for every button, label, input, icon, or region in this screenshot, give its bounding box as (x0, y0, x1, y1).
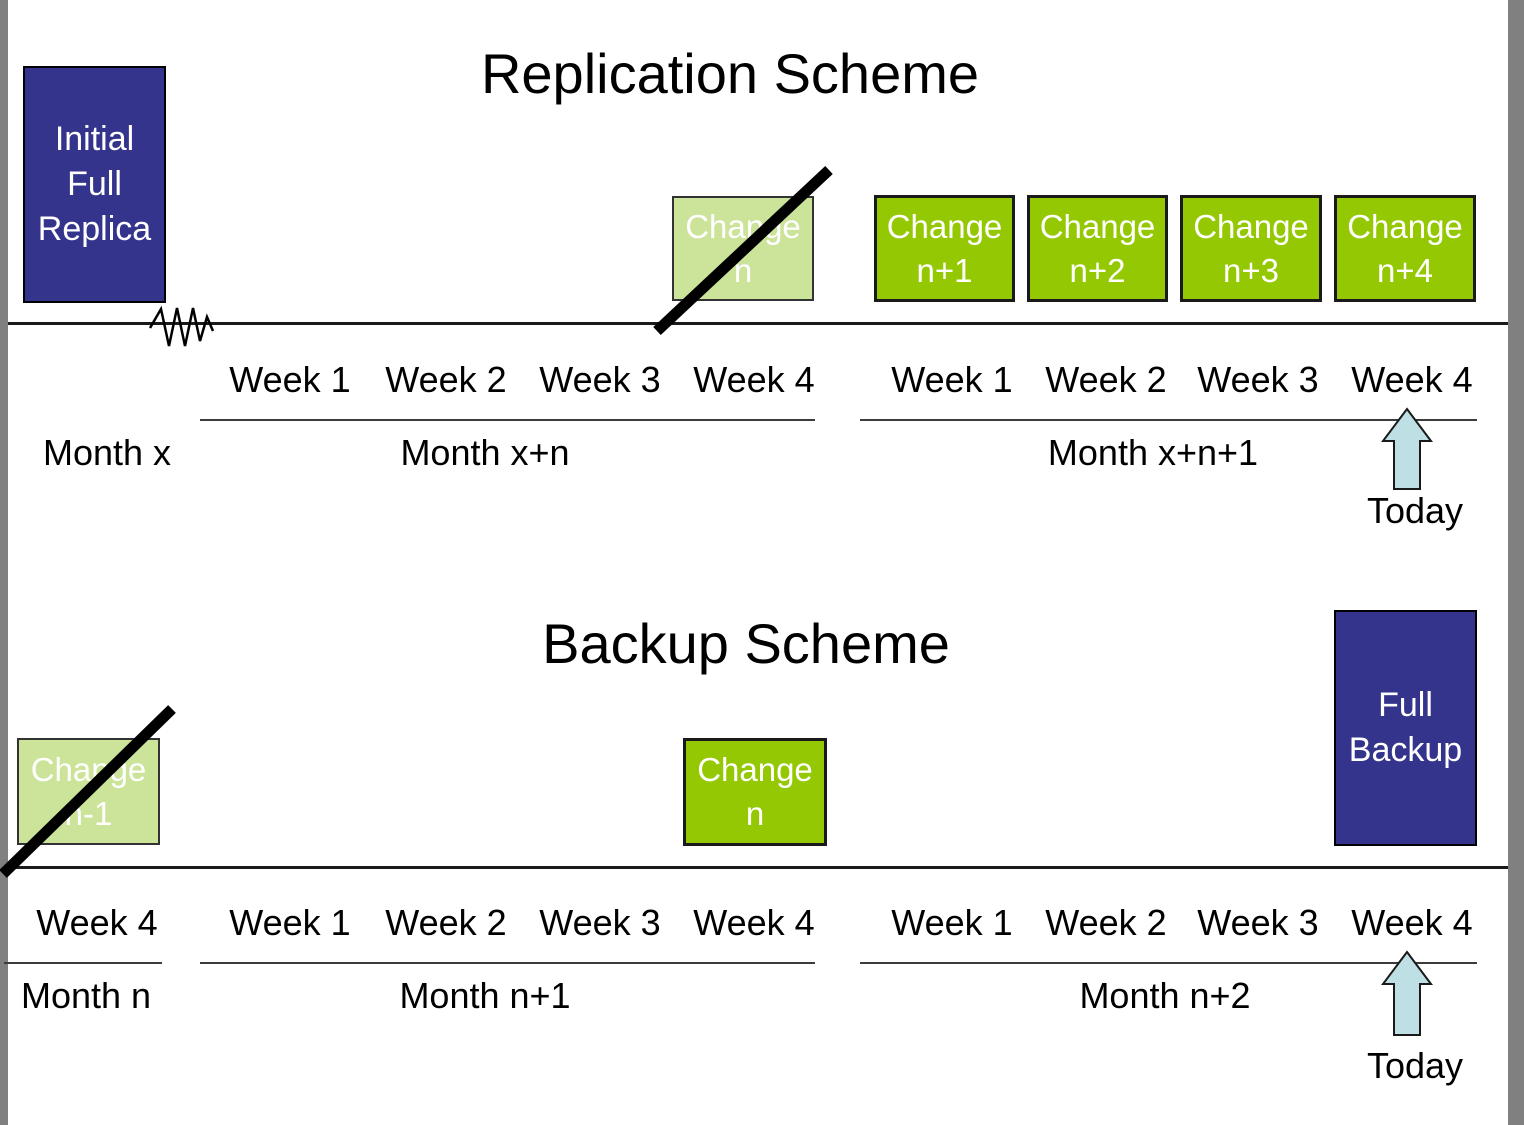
initial-full-replica-box: Initial Full Replica (23, 66, 166, 303)
box-text-line: Change (685, 207, 801, 245)
week-label: Week 1 (229, 902, 351, 943)
today-label: Today (1366, 490, 1464, 531)
box-text-line: n+2 (1069, 251, 1126, 289)
week-label: Week 3 (1197, 902, 1319, 943)
box-text-line: n (745, 795, 765, 832)
week-label: Week 3 (1197, 359, 1319, 400)
box-text-line: Change (30, 750, 147, 788)
week-label: Week 4 (693, 902, 815, 943)
box-text-line: n+3 (1223, 251, 1279, 289)
box-text-line: Change (1193, 207, 1309, 245)
change-n-1-expired-box: Change n-1 (17, 738, 160, 845)
box-text-line: Change (1039, 207, 1156, 245)
week-label: Week 4 (36, 902, 158, 943)
month-label: Month x+n+1 (1047, 432, 1259, 473)
week-label: Week 3 (539, 902, 661, 943)
backup-title: Backup Scheme (542, 612, 950, 675)
week-label: Week 2 (385, 902, 507, 943)
box-text-line: n+4 (1377, 251, 1433, 289)
month-underline (860, 962, 1477, 964)
month-underline (200, 962, 815, 964)
box-text-line: Change (1347, 207, 1463, 245)
month-label: Month x+n (400, 432, 570, 473)
backup-timeline (8, 866, 1508, 869)
box-text-line: Change (886, 207, 1003, 245)
today-up-arrow-icon (1381, 407, 1433, 490)
box-text-line: n (733, 251, 753, 289)
change-n4-box: Change n+4 (1334, 195, 1476, 302)
change-n-expired-box: Change n (672, 196, 814, 301)
week-label: Week 1 (891, 902, 1013, 943)
replication-timeline (8, 322, 1508, 325)
box-text-line: Backup (1348, 731, 1463, 769)
week-label: Week 1 (891, 359, 1013, 400)
right-edge-strip (1508, 0, 1524, 1125)
timeline-break-icon (148, 305, 215, 347)
week-label: Week 4 (1351, 902, 1473, 943)
month-label: Month n (20, 975, 152, 1016)
week-label: Week 2 (385, 359, 507, 400)
backup-change-n-box: Change n (683, 738, 827, 846)
month-label: Month n+1 (399, 975, 571, 1016)
box-text-line: Change (697, 751, 813, 788)
week-label: Week 4 (1351, 359, 1473, 400)
full-backup-box: Full Backup (1334, 610, 1477, 846)
box-text-line: n+1 (916, 251, 973, 289)
week-label: Week 4 (693, 359, 815, 400)
box-text-line: Full (67, 165, 122, 203)
box-text-line: Full (1378, 686, 1433, 724)
change-n2-box: Change n+2 (1027, 195, 1168, 302)
month-underline (860, 419, 1477, 421)
week-label: Week 1 (229, 359, 351, 400)
week-label: Week 2 (1045, 902, 1167, 943)
month-underline (200, 419, 815, 421)
today-label: Today (1366, 1045, 1464, 1086)
box-text-line: n-1 (64, 794, 113, 832)
week-label: Week 3 (539, 359, 661, 400)
box-text-line: Replica (37, 210, 152, 248)
replication-title: Replication Scheme (480, 42, 980, 105)
week-label: Week 2 (1045, 359, 1167, 400)
left-edge-strip (0, 0, 8, 1125)
month-label: Month x (42, 432, 172, 473)
change-n1-box: Change n+1 (874, 195, 1015, 302)
month-label: Month n+2 (1079, 975, 1251, 1016)
month-underline (4, 962, 162, 964)
box-text-line: Initial (54, 120, 135, 158)
change-n3-box: Change n+3 (1180, 195, 1322, 302)
today-up-arrow-icon (1381, 950, 1433, 1036)
